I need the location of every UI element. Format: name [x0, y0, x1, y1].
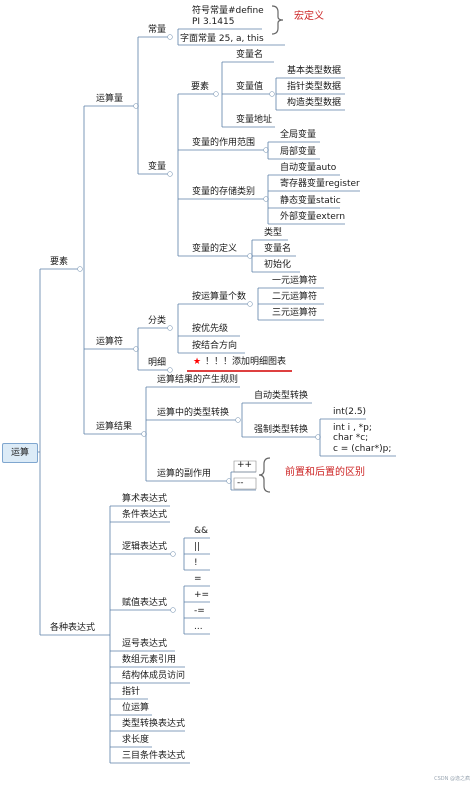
node-suanshu[interactable]: 算术表达式	[122, 494, 168, 504]
node-zhizhen[interactable]: 指针	[122, 687, 141, 697]
node-auto[interactable]: 自动变量auto	[280, 163, 337, 173]
node-bianliang[interactable]: 变量	[148, 162, 167, 172]
toggle-bianliang-yaosu[interactable]	[213, 91, 219, 97]
toggle-luoji[interactable]	[170, 551, 176, 557]
node-plusplus[interactable]: ++	[237, 460, 253, 470]
node-jiehe-fangxiang[interactable]: 按结合方向	[192, 341, 238, 351]
node-bianliangzhi[interactable]: 变量值	[236, 82, 264, 92]
node-pi[interactable]: PI 3.1415	[192, 17, 235, 27]
node-bianliang-yaosu[interactable]: 要素	[191, 82, 210, 92]
node-not-op[interactable]: !	[194, 558, 198, 568]
node-gezhong-biaodashi[interactable]: 各种表达式	[50, 623, 96, 633]
node-quanju[interactable]: 全局变量	[280, 130, 317, 140]
node-and-op[interactable]: &&	[194, 526, 209, 536]
node-dingyi[interactable]: 变量的定义	[192, 244, 238, 254]
root-node[interactable]: 运算	[2, 443, 38, 463]
node-static[interactable]: 静态变量static	[280, 196, 341, 206]
code-line-2: char *c;	[333, 433, 369, 443]
toggle-fuzhi[interactable]	[170, 607, 176, 613]
toggle-changliang[interactable]	[167, 34, 173, 40]
node-luoji[interactable]: 逻辑表达式	[122, 542, 168, 552]
node-leixing-zhuanhuan[interactable]: 运算中的类型转换	[157, 408, 230, 418]
node-eq-op[interactable]: =	[194, 574, 202, 584]
node-weiyunsuan[interactable]: 位运算	[122, 703, 150, 713]
toggle-yunsuanfu[interactable]	[133, 346, 139, 352]
node-douhao[interactable]: 逗号表达式	[122, 639, 168, 649]
note-hong-dingyi: 宏定义	[294, 11, 324, 22]
node-leixing[interactable]: 类型	[264, 228, 283, 238]
node-jiben-leixing[interactable]: 基本类型数据	[287, 66, 342, 76]
node-zuoyong-fanwei[interactable]: 变量的作用范围	[192, 138, 256, 148]
node-extern[interactable]: 外部变量extern	[280, 212, 346, 222]
node-minusminus[interactable]: --	[237, 478, 244, 488]
node-jiegouti[interactable]: 结构体成员访问	[122, 671, 186, 681]
watermark: CSDN @逸之疯	[434, 776, 470, 782]
toggle-yunsuanliang[interactable]	[133, 103, 139, 109]
star-icon: ★	[193, 357, 202, 367]
box-plusplus	[233, 460, 257, 473]
node-shuzu[interactable]: 数组元素引用	[122, 655, 177, 665]
node-changliang[interactable]: 常量	[148, 25, 167, 35]
code-line-1: int i , *p;	[333, 423, 372, 433]
node-eryuan[interactable]: 二元运算符	[272, 292, 318, 302]
box-minusminus	[233, 477, 257, 490]
node-yunsuanfu[interactable]: 运算符	[96, 337, 124, 347]
node-zhizhen-leixing[interactable]: 指针类型数据	[287, 82, 342, 92]
toggle-leixing-zhuanhuan[interactable]	[235, 417, 241, 423]
code-line-3: c = (char*)p;	[333, 444, 392, 454]
node-mingxi-note[interactable]: ！！！添加明细图表	[205, 357, 287, 367]
node-zimian-changliang[interactable]: 字面常量 25, a, this	[180, 34, 264, 44]
node-youxianji[interactable]: 按优先级	[192, 324, 229, 334]
node-chansheng-guize[interactable]: 运算结果的产生规则	[157, 375, 239, 385]
node-yunsuan-jieguo[interactable]: 运算结果	[96, 422, 133, 432]
node-cunchu-leibie[interactable]: 变量的存储类别	[192, 187, 256, 197]
toggle-mingxi[interactable]	[167, 367, 173, 373]
node-yiyuan[interactable]: 一元运算符	[272, 276, 318, 286]
node-jubu[interactable]: 局部变量	[280, 147, 317, 157]
node-bianliangming[interactable]: 变量名	[236, 50, 264, 60]
node-or-op[interactable]: ||	[194, 542, 201, 552]
toggle-fenlei[interactable]	[167, 325, 173, 331]
toggle-yaosu[interactable]	[77, 266, 83, 272]
node-sanyuan[interactable]: 三元运算符	[272, 308, 318, 318]
node-dots[interactable]: ...	[194, 622, 203, 632]
node-fuhao-changliang[interactable]: 符号常量#define	[192, 6, 264, 16]
node-qiangzhi-zhuanhuan[interactable]: 强制类型转换	[254, 425, 309, 435]
node-gouzao-leixing[interactable]: 构造类型数据	[287, 98, 342, 108]
toggle-an-geshu[interactable]	[247, 301, 253, 307]
node-an-geshu[interactable]: 按运算量个数	[192, 292, 247, 302]
node-yaosu[interactable]: 要素	[50, 257, 69, 267]
toggle-bianliangzhi[interactable]	[269, 91, 275, 97]
node-pluseq-op[interactable]: +=	[194, 590, 210, 600]
toggle-fuzuoyong[interactable]	[226, 478, 232, 484]
node-bianliang-dizhi[interactable]: 变量地址	[236, 115, 273, 125]
node-tiaojian[interactable]: 条件表达式	[122, 510, 168, 520]
node-chushihua[interactable]: 初始化	[264, 260, 292, 270]
note-qianzhi-houzhi: 前置和后置的区别	[285, 467, 365, 478]
node-int-example[interactable]: int(2.5)	[333, 407, 367, 417]
brace-hongdingyi	[271, 5, 284, 35]
node-zidong-zhuanhuan[interactable]: 自动类型转换	[254, 391, 309, 401]
toggle-jieguo[interactable]	[141, 431, 147, 437]
node-qiuchangdu[interactable]: 求长度	[122, 735, 150, 745]
node-fuzuoyong[interactable]: 运算的副作用	[157, 469, 212, 479]
node-minuseq-op[interactable]: -=	[194, 606, 205, 616]
node-register[interactable]: 寄存器变量register	[280, 179, 360, 189]
node-fenlei[interactable]: 分类	[148, 316, 167, 326]
toggle-bianliang[interactable]	[167, 171, 173, 177]
node-mingxi[interactable]: 明细	[148, 358, 167, 368]
node-fuzhi[interactable]: 赋值表达式	[122, 598, 168, 608]
node-sanmu[interactable]: 三目条件表达式	[122, 751, 186, 761]
brace-fuzuoyong	[258, 457, 271, 493]
node-dingyi-bianliangming[interactable]: 变量名	[264, 244, 292, 254]
node-yunsuanliang[interactable]: 运算量	[96, 94, 124, 104]
node-leixing-zhuanhuan-bds[interactable]: 类型转换表达式	[122, 719, 186, 729]
